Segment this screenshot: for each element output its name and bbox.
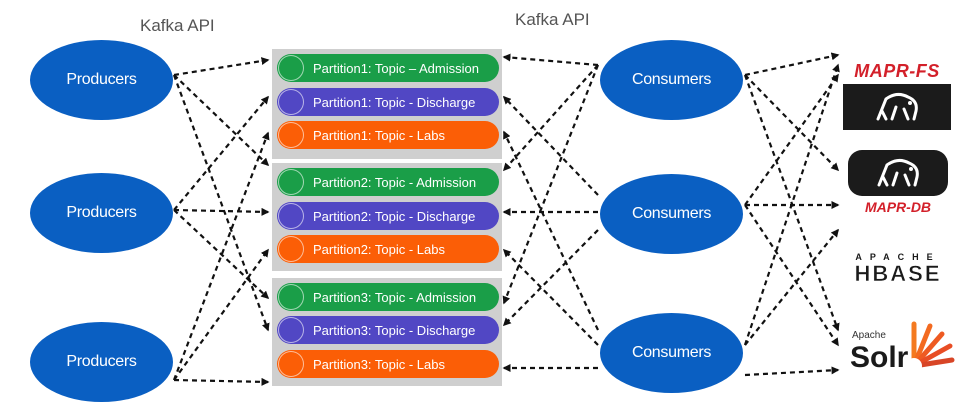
arrow-line — [172, 131, 270, 381]
topic-dot-icon — [278, 284, 304, 310]
arrow-line — [502, 95, 599, 196]
kafka-api-label-left: Kafka API — [140, 16, 215, 35]
arrow-line — [173, 74, 270, 167]
topic-dot-icon — [278, 203, 304, 229]
arrow-line — [503, 130, 599, 331]
topic-dot-icon — [278, 169, 304, 195]
hbase-logo: APACHE HBASE — [846, 252, 950, 286]
arrow-line — [173, 248, 269, 381]
arrow-line — [173, 57, 270, 77]
arrow-line — [744, 73, 839, 206]
arrow-line — [743, 74, 840, 332]
topic-dot-icon — [278, 317, 304, 343]
arrow-line — [743, 63, 840, 346]
hbase-title: HBASE — [854, 261, 942, 286]
solr-logo: Apache Solr — [848, 312, 958, 380]
topic-labs-pill: Partition3: Topic - Labs — [277, 350, 499, 378]
arrow-line — [172, 74, 270, 332]
consumers-node-3: Consumers — [600, 313, 743, 393]
topic-dot-icon — [278, 122, 304, 148]
topic-dot-icon — [278, 236, 304, 262]
topic-label: Partition3: Topic - Discharge — [313, 322, 476, 338]
arrow-line — [502, 64, 600, 305]
elephant-db-icon — [848, 150, 948, 196]
arrow-line — [173, 209, 270, 300]
topic-discharge-pill: Partition3: Topic - Discharge — [277, 316, 499, 344]
arrow-line — [744, 366, 840, 377]
mapr-db-logo: MAPR-DB — [848, 150, 948, 220]
arrow-line — [744, 74, 840, 172]
elephant-icon — [843, 84, 951, 130]
topic-admission-pill: Partition3: Topic - Admission — [277, 283, 499, 311]
solr-sun-icon — [906, 321, 955, 374]
arrow-line — [173, 377, 270, 386]
mapr-fs-title: MAPR-FS — [854, 61, 940, 81]
topic-labs-pill: Partition1: Topic - Labs — [277, 121, 499, 149]
solr-apache-text: Apache — [852, 330, 886, 341]
topic-dot-icon — [278, 89, 304, 115]
topic-label: Partition2: Topic - Labs — [313, 241, 445, 257]
solr-title: Solr — [850, 341, 909, 374]
arrow-line — [173, 95, 269, 211]
topic-dot-icon — [278, 55, 304, 81]
topic-discharge-pill: Partition1: Topic - Discharge — [277, 88, 499, 116]
topic-discharge-pill: Partition2: Topic - Discharge — [277, 202, 499, 230]
topic-label: Partition3: Topic - Admission — [313, 289, 477, 305]
consumers-node-1: Consumers — [600, 40, 743, 120]
consumers-node-2: Consumers — [600, 174, 743, 254]
hbase-apache-text: APACHE — [855, 252, 941, 262]
topic-admission-pill: Partition1: Topic – Admission — [277, 54, 499, 82]
arrow-line — [744, 204, 839, 347]
arrow-line — [502, 64, 599, 172]
topic-label: Partition1: Topic - Labs — [313, 127, 445, 143]
partition-group-1: Partition1: Topic – Admission Partition1… — [272, 49, 502, 159]
arrow-line — [502, 229, 599, 327]
partition-group-3: Partition3: Topic - Admission Partition3… — [272, 278, 502, 386]
topic-admission-pill: Partition2: Topic - Admission — [277, 168, 499, 196]
topic-label: Partition2: Topic - Discharge — [313, 208, 476, 224]
topic-label: Partition1: Topic - Discharge — [313, 94, 476, 110]
producers-node-1: Producers — [30, 40, 173, 120]
topic-label: Partition3: Topic - Labs — [313, 356, 445, 372]
arrow-line — [502, 53, 599, 67]
partition-group-2: Partition2: Topic - Admission Partition2… — [272, 163, 502, 271]
mapr-db-title: MAPR-DB — [864, 199, 932, 215]
kafka-api-label-right: Kafka API — [515, 10, 590, 29]
producers-node-3: Producers — [30, 322, 173, 402]
producers-node-2: Producers — [30, 173, 173, 253]
topic-dot-icon — [278, 351, 304, 377]
mapr-fs-logo: MAPR-FS — [843, 58, 951, 132]
arrow-line — [173, 207, 270, 216]
arrow-line — [502, 248, 599, 346]
arrow-line — [744, 52, 840, 77]
topic-label: Partition1: Topic – Admission — [313, 60, 479, 76]
arrow-line — [744, 228, 839, 346]
topic-labs-pill: Partition2: Topic - Labs — [277, 235, 499, 263]
topic-label: Partition2: Topic - Admission — [313, 174, 477, 190]
